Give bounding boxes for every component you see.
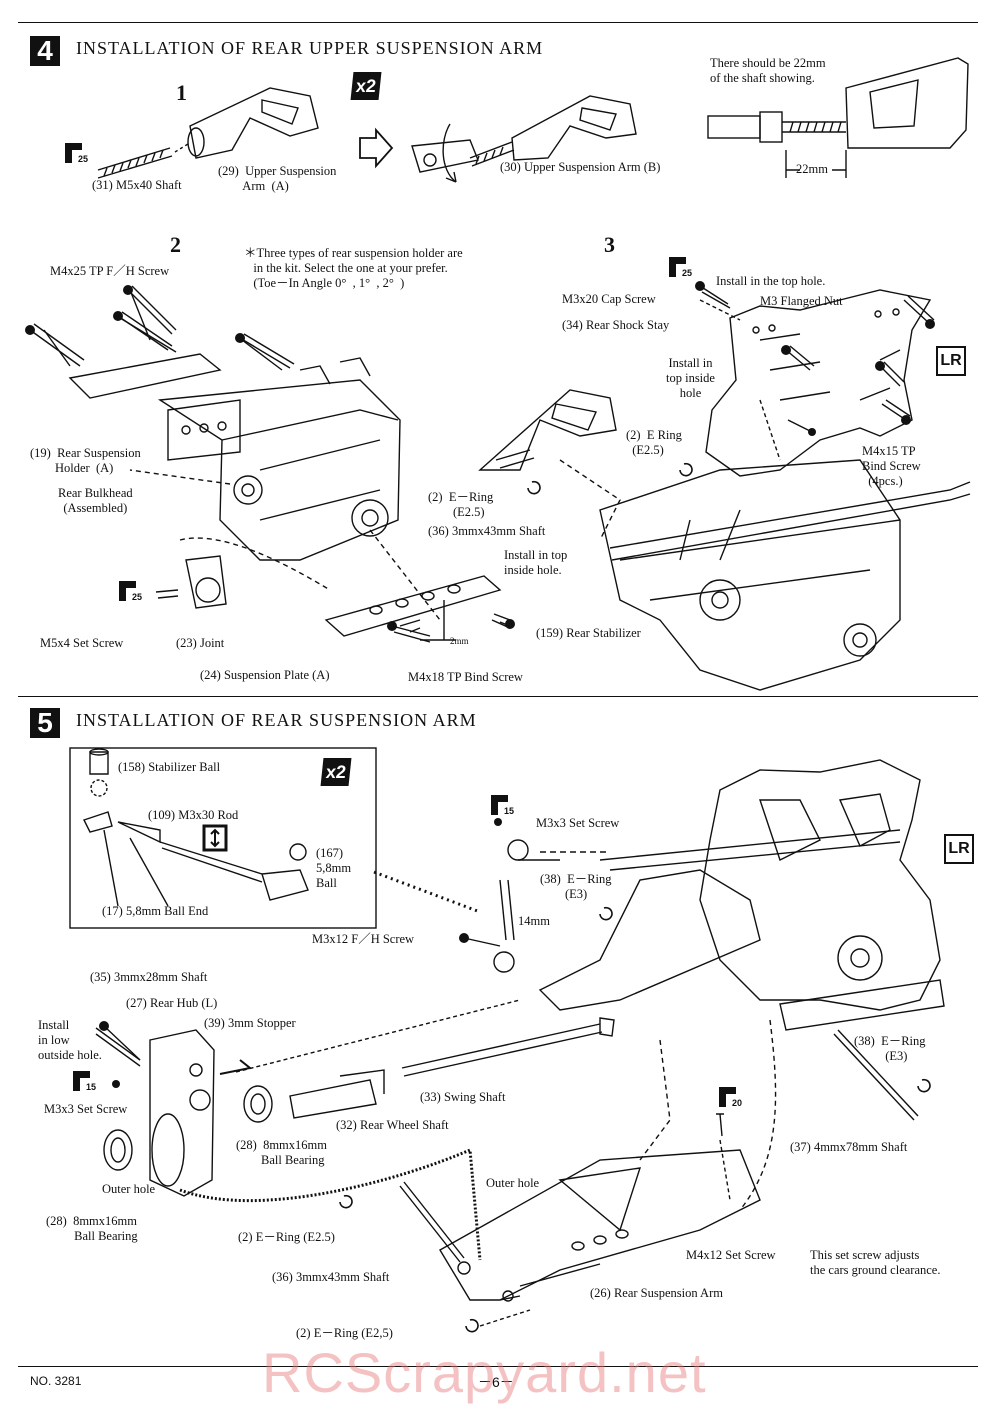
label-swing-shaft: (33) Swing Shaft (420, 1090, 506, 1104)
label-m5x40-shaft: (31) M5x40 Shaft (92, 178, 182, 192)
shaft-gauge-drawing (707, 57, 969, 178)
hex-wrench-15-icon: 15 (491, 795, 514, 816)
link-rod-drawing (373, 839, 610, 973)
label-rear-bulkhead: Rear Bulkhead (Assembled) (58, 486, 133, 515)
tool-size-text: 25 (132, 592, 142, 602)
label-rear-suspension-holder: (19) Rear Suspension Holder (A) (30, 446, 141, 475)
step-4-number: 4 (30, 36, 60, 66)
ball-end-inset-frame (69, 747, 377, 929)
label-m3x3-set-screw-top: M3x3 Set Screw (536, 816, 620, 830)
label-m3x20-cap-screw: M3x20 Cap Screw (562, 292, 656, 306)
shaft-note: There should be 22mm of the shaft showin… (710, 56, 826, 85)
substep-3-label: 3 (604, 232, 615, 257)
label-e-ring-e3-a: (38) E－Ring (E3) (540, 872, 612, 901)
label-rear-suspension-arm: (26) Rear Suspension Arm (590, 1286, 723, 1300)
label-m4x12-set-screw: M4x12 Set Screw (686, 1248, 776, 1262)
label-install-top-hole: Install in the top hole. (716, 274, 826, 288)
label-upper-arm-b: (30) Upper Suspension Arm (B) (500, 160, 661, 174)
label-3mm-stopper: (39) 3mm Stopper (204, 1016, 296, 1030)
dimension-2mm: 2mm (450, 636, 469, 646)
rear-chassis-assembly-drawing (518, 759, 945, 1031)
shock-stay-assembly-drawing (478, 289, 971, 691)
upper-arm-b-drawing (411, 95, 637, 183)
step-5-title: INSTALLATION OF REAR SUSPENSION ARM (76, 710, 477, 730)
label-5-8mm-ball: (167) 5,8mm Ball (316, 846, 352, 890)
label-m4x15-bind-screw: M4x15 TP Bind Screw (4pcs.) (862, 444, 921, 488)
label-5-8mm-ball-end: (17) 5,8mm Ball End (102, 904, 209, 918)
label-install-top-inside-hole: Install in top inside hole (666, 356, 715, 400)
label-rear-wheel-shaft: (32) Rear Wheel Shaft (336, 1118, 449, 1132)
label-m5x4-set-screw: M5x4 Set Screw (40, 636, 124, 650)
m5x40-shaft-drawing (97, 147, 173, 179)
label-ball-bearing-b: (28) 8mmx16mm Ball Bearing (46, 1214, 138, 1243)
label-stabilizer-ball: (158) Stabilizer Ball (118, 760, 221, 774)
label-3mmx28mm-shaft: (35) 3mmx28mm Shaft (90, 970, 208, 984)
page-number: －6－ (478, 1374, 514, 1390)
step-arrow (359, 127, 394, 169)
bottom-rule (18, 1366, 978, 1367)
label-joint: (23) Joint (176, 636, 225, 650)
document-number: NO. 3281 (30, 1374, 82, 1388)
bulkhead-drawing (43, 289, 441, 621)
ball-end-inset-drawing (83, 748, 309, 907)
suspension-plate-a-drawing (324, 575, 511, 641)
section-divider (18, 696, 978, 697)
label-outer-hole-b: Outer hole (486, 1176, 540, 1190)
label-upper-arm-a: (29) Upper Suspension Arm (A) (218, 164, 337, 193)
left-right-icon: LR (936, 346, 966, 376)
substep-1-label: 1 (176, 80, 187, 105)
x2-multiplier-icon: x2 (350, 72, 382, 100)
label-3mmx43mm-shaft: (36) 3mmx43mm Shaft (272, 1270, 390, 1284)
label-rear-hub-l: (27) Rear Hub (L) (126, 996, 218, 1010)
label-m3x3-set-screw-left: M3x3 Set Screw (44, 1102, 128, 1116)
tool-size-text: 25 (78, 154, 88, 164)
label-m4x25-screw: M4x25 TP F／H Screw (50, 264, 170, 278)
step-4-title: INSTALLATION OF REAR UPPER SUSPENSION AR… (76, 38, 544, 58)
step-5-number: 5 (30, 708, 60, 738)
adjustable-length-icon (202, 824, 228, 852)
x2-multiplier-icon: x2 (320, 758, 352, 786)
left-right-icon: LR (944, 834, 974, 864)
tool-size-text: 25 (682, 268, 692, 278)
label-outer-hole-a: Outer hole (102, 1182, 156, 1196)
label-install-low-outside-hole: Install in low outside hole. (38, 1018, 102, 1062)
upper-arm-a-drawing (174, 87, 319, 159)
hex-wrench-25-icon: 25 (669, 257, 692, 278)
rear-hub-drawing (95, 999, 615, 1261)
watermark: RCScrapyard.net (262, 1341, 707, 1404)
label-m3x30-rod: (109) M3x30 Rod (148, 808, 239, 822)
top-rule (18, 22, 978, 23)
label-e-ring-e25-a: (2) E－Ring (E2.5) (428, 490, 494, 519)
tool-size-text: 15 (86, 1082, 96, 1092)
label-e-ring-e25: (2) E－Ring (E2.5) (238, 1230, 335, 1244)
tool-size-text: 20 (732, 1098, 742, 1108)
rear-suspension-arm-drawing (399, 1019, 919, 1327)
label-install-top-inside-hole-2: Install in top inside hole. (504, 548, 568, 577)
label-4mmx78mm-shaft: (37) 4mmx78mm Shaft (790, 1140, 908, 1154)
label-m3-flanged-nut: M3 Flanged Nut (760, 294, 843, 308)
label-e-ring-e25-b: (2) E Ring (E2.5) (626, 428, 682, 457)
label-ball-bearing-a: (28) 8mmx16mm Ball Bearing (236, 1138, 327, 1167)
tool-size-text: 15 (504, 806, 514, 816)
label-m4x18-screw: M4x18 TP Bind Screw (408, 670, 523, 684)
hex-wrench-20-icon: 20 (719, 1087, 742, 1108)
toe-in-note: ＊Three types of rear suspension holder a… (244, 246, 463, 290)
label-3mmx43mm-shaft: (36) 3mmx43mm Shaft (428, 524, 546, 538)
label-rear-stabilizer: (159) Rear Stabilizer (536, 626, 641, 640)
e-ring-drawings (339, 462, 931, 1333)
hex-wrench-25-icon: 25 (119, 581, 142, 602)
label-e-ring-e25-bottom: (2) E－Ring (E2,5) (296, 1326, 393, 1340)
label-suspension-plate-a: (24) Suspension Plate (A) (200, 668, 330, 682)
dimension-14mm: 14mm (518, 914, 550, 928)
hex-wrench-25-icon: 25 (65, 143, 88, 164)
dimension-22mm: 22mm (796, 162, 828, 176)
substep-2-label: 2 (170, 232, 181, 257)
label-e-ring-e3-b: (38) E－Ring (E3) (854, 1034, 926, 1063)
label-m3x12-fh-screw: M3x12 F／H Screw (312, 932, 415, 946)
label-rear-shock-stay: (34) Rear Shock Stay (562, 318, 670, 332)
ground-clearance-note: This set screw adjusts the cars ground c… (810, 1248, 941, 1277)
hex-wrench-15-icon: 15 (73, 1071, 96, 1092)
